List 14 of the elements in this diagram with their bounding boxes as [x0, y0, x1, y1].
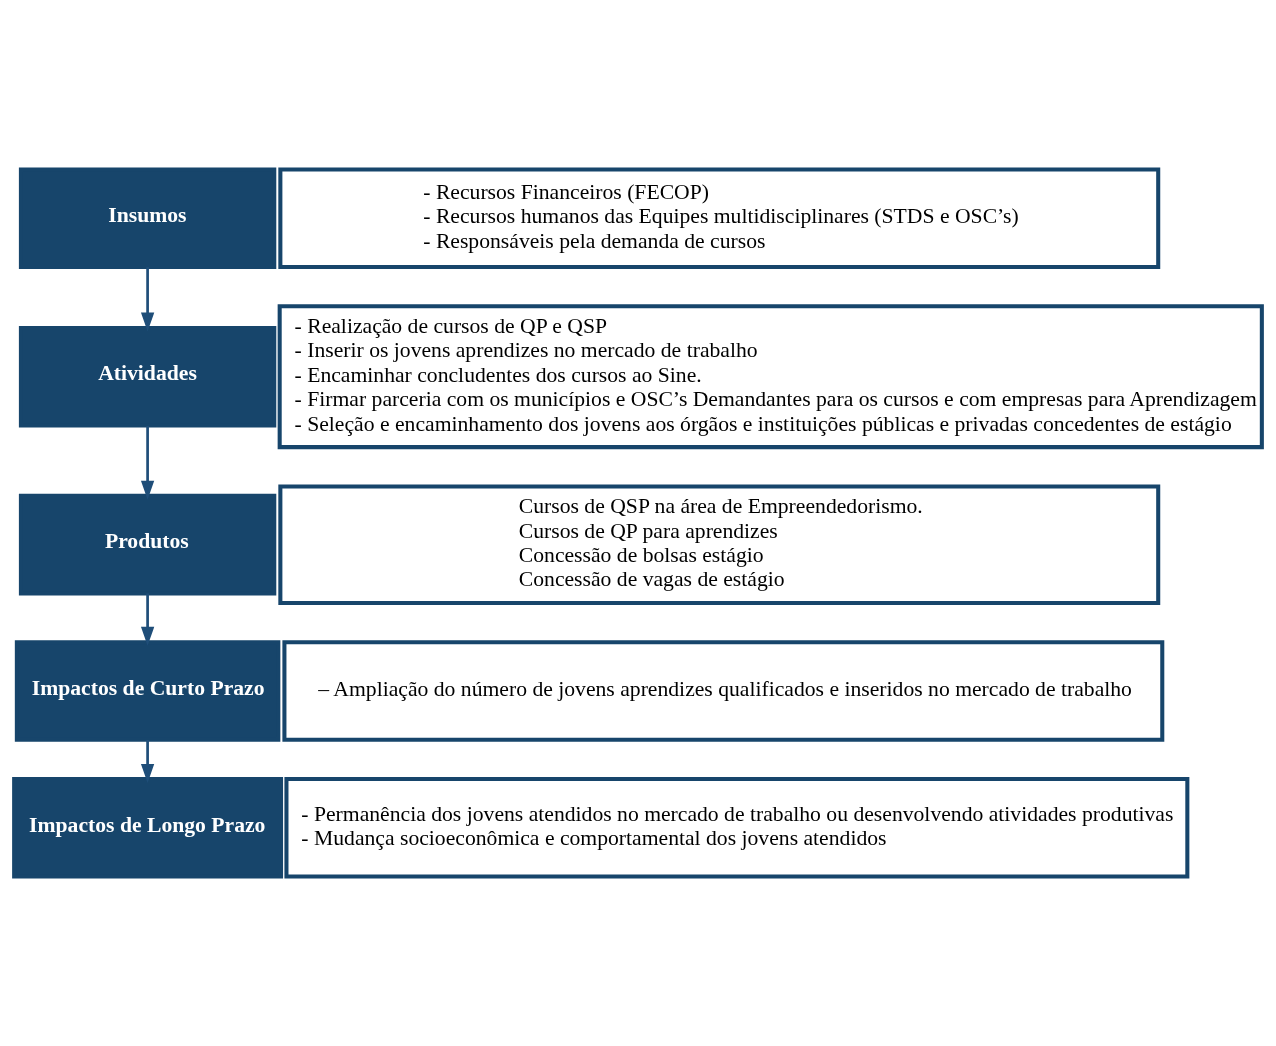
node-box: - Realização de cursos de QP e QSP - Inserir os jovens aprendizes no mercado de trabalho - Encaminhar concludentes dos cursos ao Sine. - Firmar parceria com os municípios e OSC’s Demandantes para os cursos e com empresas para Aprendizagem - Seleção e encaminhamento dos jovens aos órgãos e instituições públicas e privadas concedentes de estágio: [277, 304, 1264, 450]
arrow: [140, 593, 155, 646]
node-box: - Recursos Financeiros (FECOP) - Recursos humanos das Equipes multidisciplinares (STDS e OSC’s) - Responsáveis pela demanda de cursos: [278, 167, 1161, 269]
node-box: – Ampliação do número de jovens aprendizes qualificados e inseridos no mercado de trabalho: [282, 640, 1165, 742]
node-box: - Permanência dos jovens atendidos no mercado de trabalho ou desenvolvendo atividades produtivas - Mudança socioeconômica e comportamental dos jovens atendidos: [284, 777, 1190, 879]
node-box: Cursos de QSP na área de Empreendedorismo. Cursos de QP para aprendizes Concessão de bolsas estágio Concessão de vagas de estágio: [278, 484, 1161, 605]
node-box: Impactos de Longo Prazo: [12, 777, 284, 879]
node-box: Produtos: [18, 493, 277, 596]
arrow: [140, 425, 155, 500]
node-box: Insumos: [18, 167, 277, 269]
node-box: Impactos de Curto Prazo: [14, 640, 281, 742]
arrow: [140, 267, 155, 332]
node-box: Atividades: [18, 325, 277, 428]
arrow: [140, 740, 155, 784]
